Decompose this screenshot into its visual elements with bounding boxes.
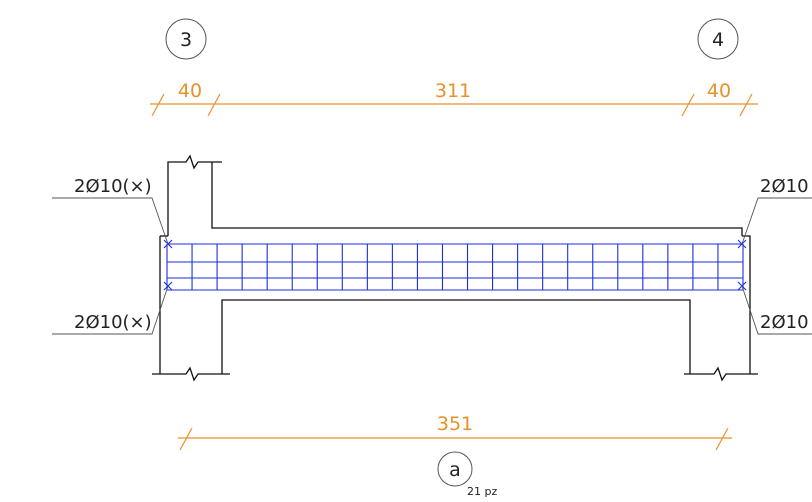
upper-column-left	[167, 154, 222, 236]
dimension-label-middle: 311	[435, 80, 471, 102]
grid-bubble-circle	[697, 18, 739, 60]
section-marker-circle	[437, 451, 473, 487]
dimension-label-left: 40	[178, 80, 202, 102]
grid-bubble-4: 4	[697, 18, 739, 60]
rebar-label-bottom-right: 2Ø10	[760, 312, 809, 333]
dimension-tick	[207, 93, 221, 117]
dimension-label-total: 351	[437, 413, 473, 435]
dimension-tick	[179, 427, 193, 451]
beam-bottom-edge	[221, 299, 691, 374]
rebar-cage	[163, 239, 747, 291]
rebar-callouts: 2Ø10(×) 2Ø10(×) 2Ø10 2Ø10	[52, 176, 812, 335]
rebar-label-top-left: 2Ø10(×)	[74, 176, 152, 197]
stirrup-count-label: 21 pz	[467, 485, 497, 498]
leader-line-top-left	[52, 197, 169, 245]
section-marker: a 21 pz	[437, 451, 497, 498]
rebar-label-top-right: 2Ø10	[760, 176, 809, 197]
dimension-tick	[715, 427, 729, 451]
grid-bubble-3: 3	[165, 18, 207, 60]
rebar-label-bottom-left: 2Ø10(×)	[74, 312, 152, 333]
beam-top-edge	[211, 162, 743, 236]
dimension-tick	[151, 93, 165, 117]
break-line-left	[152, 366, 230, 382]
dimension-label-right: 40	[707, 80, 731, 102]
grid-axis-label-right: 4	[712, 29, 724, 51]
dimension-tick	[739, 93, 753, 117]
stirrups-group	[166, 244, 744, 290]
section-marker-label: a	[449, 459, 461, 481]
leader-line-bottom-right	[741, 285, 812, 335]
beam-outline	[152, 154, 758, 382]
grid-axis-label-left: 3	[180, 29, 192, 51]
break-line-right	[684, 366, 758, 382]
leader-line-bottom-left	[52, 285, 169, 335]
grid-bubble-circle	[165, 18, 207, 60]
dimension-tick	[681, 93, 695, 117]
bar-end-marks	[163, 239, 747, 291]
top-dimension-line: 40 311 40	[150, 80, 758, 117]
bottom-dimension-line: 351	[178, 413, 732, 451]
leader-line-top-right	[741, 197, 812, 245]
